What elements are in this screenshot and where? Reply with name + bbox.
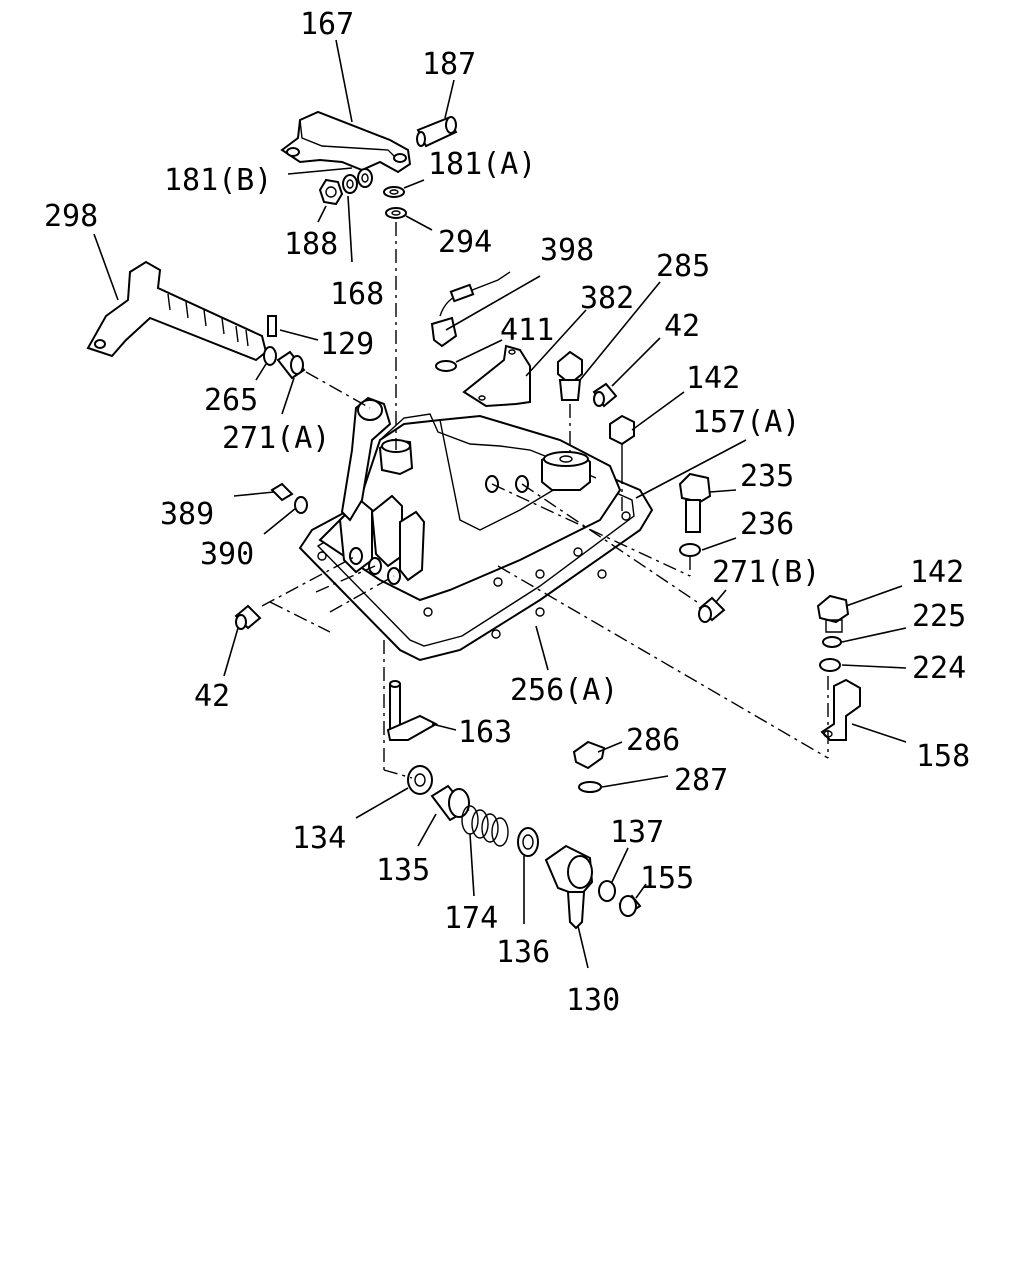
part-398-switch — [430, 271, 511, 348]
part-225-washer — [822, 636, 842, 648]
part-130-lever — [544, 844, 594, 930]
label-271b: 271(B) — [712, 555, 820, 590]
part-155-cap — [618, 894, 642, 917]
part-167-bracket — [280, 110, 412, 174]
label-271a: 271(A) — [222, 421, 330, 456]
label-168: 168 — [330, 277, 384, 312]
part-174-spring — [461, 805, 509, 847]
part-187-plug — [416, 116, 458, 148]
label-389: 389 — [160, 497, 214, 532]
label-135: 135 — [376, 853, 430, 888]
label-188: 188 — [284, 227, 338, 262]
label-174: 174 — [444, 901, 498, 936]
label-142-top: 142 — [686, 361, 740, 396]
label-298: 298 — [44, 199, 98, 234]
part-168-washers — [342, 168, 373, 194]
label-294: 294 — [438, 225, 492, 260]
label-411: 411 — [500, 313, 554, 348]
part-287-washer — [578, 781, 602, 793]
part-411-washer — [435, 360, 457, 372]
label-265: 265 — [204, 383, 258, 418]
assembly-lines — [261, 222, 829, 779]
label-129: 129 — [320, 327, 374, 362]
part-224-washer — [819, 658, 841, 672]
part-main-housing — [298, 396, 654, 662]
part-285-plunger — [557, 350, 583, 401]
label-285: 285 — [656, 249, 710, 284]
part-188-nut — [318, 178, 344, 206]
label-398: 398 — [540, 233, 594, 268]
label-163: 163 — [458, 715, 512, 750]
label-235: 235 — [740, 459, 794, 494]
part-382-bracket — [462, 344, 531, 408]
part-235-bolt — [678, 472, 712, 533]
part-390-washer — [294, 496, 308, 514]
part-286-clip — [572, 740, 606, 770]
label-134: 134 — [292, 821, 346, 856]
label-286: 286 — [626, 723, 680, 758]
label-382: 382 — [580, 281, 634, 316]
callout-labels: 167 187 181(B) 181(A) 298 188 294 398 28… — [44, 7, 970, 1018]
label-256a: 256(A) — [510, 673, 618, 708]
label-130: 130 — [566, 983, 620, 1018]
label-225: 225 — [912, 599, 966, 634]
part-265-ring — [263, 346, 277, 366]
part-236-washer — [679, 543, 701, 557]
label-181a: 181(A) — [428, 147, 536, 182]
label-158: 158 — [916, 739, 970, 774]
label-167: 167 — [300, 7, 354, 42]
label-42-lower: 42 — [194, 679, 230, 714]
part-389-plug — [270, 482, 294, 502]
part-298-shaft — [86, 260, 268, 362]
part-181a-294-washers — [383, 186, 407, 219]
label-42-top: 42 — [664, 309, 700, 344]
part-134-washer — [407, 765, 433, 795]
label-224: 224 — [912, 651, 966, 686]
label-236: 236 — [740, 507, 794, 542]
label-155: 155 — [640, 861, 694, 896]
part-271b-bushing — [698, 596, 726, 623]
part-135-bushing — [430, 784, 470, 822]
part-129-pin — [267, 315, 277, 337]
label-136: 136 — [496, 935, 550, 970]
part-271a-bushing — [276, 350, 306, 380]
label-390: 390 — [200, 537, 254, 572]
part-42-plug-lower — [234, 604, 262, 630]
label-142-lower: 142 — [910, 555, 964, 590]
part-142-bolt-top — [609, 414, 635, 470]
label-137: 137 — [610, 815, 664, 850]
label-287: 287 — [674, 763, 728, 798]
label-181b: 181(B) — [164, 163, 272, 198]
part-142-bolt-lower — [816, 594, 850, 633]
leader-lines — [93, 39, 907, 969]
part-42-plug-top — [592, 382, 618, 408]
part-137-washer — [598, 880, 616, 902]
label-157a: 157(A) — [692, 405, 800, 440]
part-163-lever — [386, 680, 439, 741]
label-187: 187 — [422, 47, 476, 82]
part-136-washer — [517, 827, 539, 857]
